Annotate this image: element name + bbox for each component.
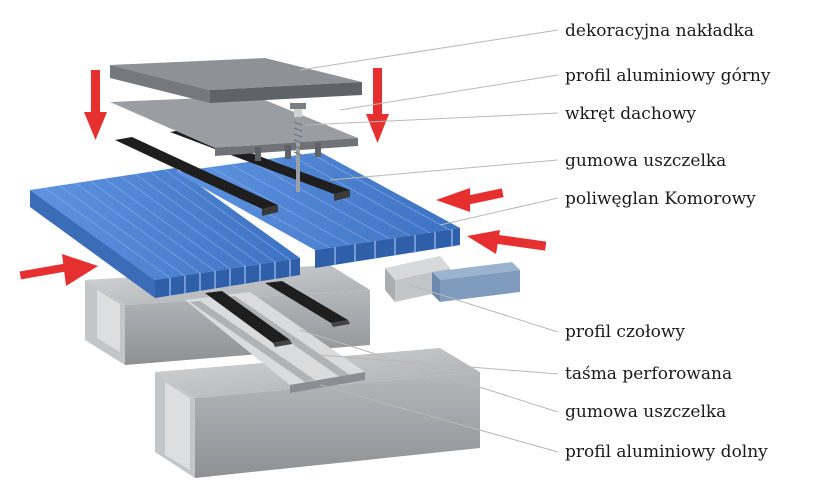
- decorative-cover: [110, 58, 362, 103]
- label-polycarbonate: poliwęglan Komorowy: [565, 189, 756, 209]
- arrow-down-icon: [84, 70, 107, 140]
- arrow-left-icon: [467, 230, 547, 254]
- polycarbonate-sheet-right: [175, 152, 460, 268]
- lower-rubber-seal-right: [265, 281, 350, 327]
- upper-rubber-seal-left: [115, 137, 278, 216]
- arrow-left-icon: [436, 188, 504, 212]
- roofing-screw: [290, 103, 306, 192]
- leader-lines: [299, 29, 559, 453]
- label-upper-rubber-seal: gumowa uszczelka: [565, 151, 727, 171]
- label-roofing-screw: wkręt dachowy: [565, 104, 697, 124]
- label-perforated-tape: taśma perforowana: [565, 364, 733, 384]
- polycarbonate-sheet-left: [30, 168, 300, 298]
- end-profile: [385, 256, 520, 302]
- arrow-right-icon: [19, 254, 98, 286]
- label-decorative-cover: dekoracyjna nakładka: [565, 21, 754, 41]
- label-end-profile: profil czołowy: [565, 322, 686, 342]
- label-upper-aluminium-profile: profil aluminiowy górny: [565, 66, 771, 86]
- label-lower-rubber-seal: gumowa uszczelka: [565, 402, 727, 422]
- lower-rubber-seal-left: [205, 291, 292, 347]
- label-lower-aluminium-profile: profil aluminiowy dolny: [565, 442, 768, 462]
